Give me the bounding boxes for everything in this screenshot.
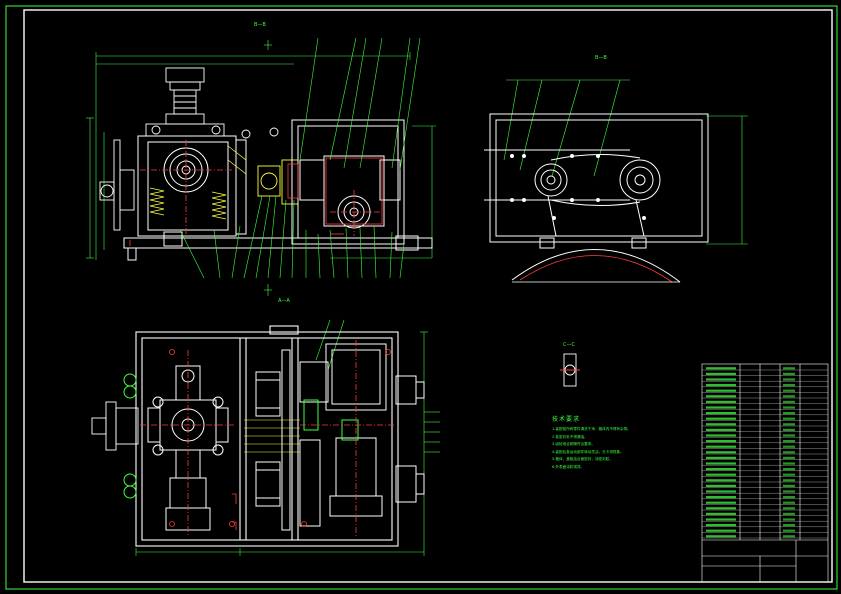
parts-entry-mark [706,367,736,370]
parts-entry-mark [706,440,736,443]
note-line: 2.各密封处不得漏油。 [552,434,588,439]
note-line: 3.齿轮啮合侧隙符合要求。 [552,442,595,447]
view-label-b-left: B—B [254,22,266,28]
parts-entry-mark [783,412,795,415]
inner-frame [23,9,833,583]
view-label-b-right: B—B [595,55,607,61]
parts-entry-mark [783,406,795,409]
parts-entry-mark [706,384,736,387]
parts-entry-mark [783,400,795,403]
parts-entry-mark [783,378,795,381]
parts-entry-mark [706,473,736,476]
parts-entry-mark [783,479,795,482]
parts-entry-mark [706,507,736,510]
parts-entry-mark [706,529,736,532]
note-line: 5.箱体、盖板结合面密封，涂密封胶。 [552,457,613,462]
parts-entry-mark [706,451,736,454]
parts-entry-mark [783,384,795,387]
parts-entry-mark [783,434,795,437]
parts-entry-mark [706,412,736,415]
parts-entry-mark [706,395,736,398]
parts-entry-mark [783,468,795,471]
view-top-right [484,79,748,283]
parts-entry-mark [783,456,795,459]
parts-entry-mark [783,512,795,515]
parts-entry-mark [783,535,795,538]
parts-list-rows [702,369,828,539]
parts-entry-mark [706,479,736,482]
parts-entry-mark [706,417,736,420]
parts-entry-mark [783,501,795,504]
parts-entry-mark [706,406,736,409]
parts-entry-mark [706,400,736,403]
view-label-a: A—A [278,298,290,304]
parts-entry-mark [706,524,736,527]
parts-entry-mark [783,484,795,487]
technical-requirements: 技术要求 1.装配前所有零件清洗干净，箱体内不得有杂物。 2.各密封处不得漏油。… [552,414,712,472]
parts-entry-mark [783,395,795,398]
parts-entry-mark [783,529,795,532]
parts-entry-mark [706,535,736,538]
note-line: 6.外表面涂防锈漆。 [552,464,585,469]
parts-entry-mark [706,501,736,504]
parts-entry-mark [706,389,736,392]
parts-entry-mark [783,389,795,392]
parts-entry-mark [706,468,736,471]
view-bottom-left [91,319,440,556]
parts-entry-mark [706,462,736,465]
parts-entry-mark [706,434,736,437]
parts-list-entries [706,367,795,538]
parts-entry-mark [706,456,736,459]
parts-entry-mark [783,524,795,527]
parts-entry-mark [783,423,795,426]
parts-entry-mark [706,496,736,499]
parts-entry-mark [706,484,736,487]
outer-frame [5,5,838,590]
parts-entry-mark [783,490,795,493]
parts-entry-mark [783,440,795,443]
parts-entry-mark [783,473,795,476]
parts-entry-mark [783,451,795,454]
parts-entry-mark [706,512,736,515]
note-line: 4.装配后各运动部件转动灵活，无卡滞现象。 [552,449,624,454]
parts-entry-mark [783,462,795,465]
parts-entry-mark [783,367,795,370]
parts-entry-mark [783,507,795,510]
parts-entry-mark [706,518,736,521]
parts-entry-mark [783,445,795,448]
note-line: 1.装配前所有零件清洗干净，箱体内不得有杂物。 [552,427,631,431]
technical-requirements-title: 技术要求 [552,416,581,423]
parts-entry-mark [706,445,736,448]
parts-entry-mark [783,372,795,375]
view-label-c: C—C [563,342,575,348]
parts-entry-mark [783,496,795,499]
detail-view-c [560,353,580,387]
parts-list-table [701,363,829,583]
parts-entry-mark [706,428,736,431]
parts-entry-mark [783,428,795,431]
parts-entry-mark [706,490,736,493]
parts-entry-mark [783,417,795,420]
parts-entry-mark [783,518,795,521]
parts-entry-mark [706,423,736,426]
parts-entry-mark [706,378,736,381]
parts-entry-mark [706,372,736,375]
view-top-left [86,37,436,296]
